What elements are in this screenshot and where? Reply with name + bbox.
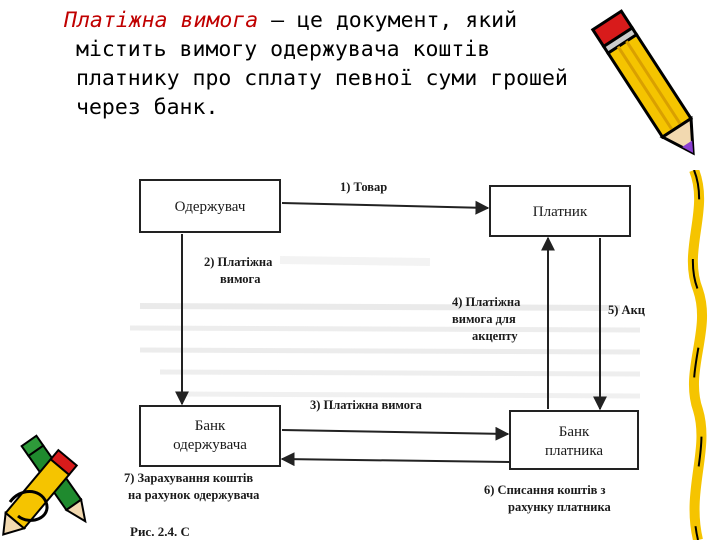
edge-4-label-3: акцепту [472, 329, 518, 343]
payer-box [489, 185, 631, 237]
heading-line-4: через банк. [76, 95, 219, 120]
receiver-bank-box [139, 405, 281, 467]
edge-4-label-2: вимога для [452, 312, 516, 326]
payment-flow-diagram: Одержувач Платник Банк одержувача Банк п… [124, 179, 645, 539]
defined-term: Платіжна вимога [64, 8, 259, 33]
edge-2-label-1: 2) Платіжна [204, 255, 273, 269]
payer-bank-label-2: платника [545, 443, 603, 459]
pencil-icon [590, 9, 695, 156]
heading-line-1: Платіжна вимога — це документ, який [64, 6, 664, 35]
receiver-label: Одержувач [175, 199, 246, 215]
edge-4-label-1: 4) Платіжна [452, 295, 521, 309]
bank-to-bank-arrow [281, 426, 510, 441]
payer-label: Платник [533, 204, 588, 220]
definition-heading: Платіжна вимога — це документ, який міст… [64, 6, 664, 122]
edge-7-label-1: 7) Зарахування коштів [124, 471, 253, 485]
edge-3-label: 3) Платіжна вимога [310, 398, 423, 412]
receiver-box [139, 179, 281, 233]
payer-bank-box [509, 410, 639, 470]
heading-dash: — [258, 8, 298, 33]
edge-5-label: 5) Акц [608, 303, 645, 317]
edge-6-label-1: 6) Списання коштів з [484, 483, 606, 497]
goods-arrow [281, 200, 490, 215]
heading-line-3: платнику про сплату певної суми грошей [76, 66, 568, 91]
edge-1-label: 1) Товар [340, 180, 387, 194]
decorative-stripe [687, 170, 707, 540]
scan-noise [129, 256, 641, 399]
receiver-bank-label-2: одержувача [173, 437, 247, 453]
edge-6-label-2: рахунку платника [508, 500, 612, 514]
edge-2-label-2: вимога [220, 272, 261, 286]
heading-line-1-rest: це документ, який [297, 8, 518, 33]
receiver-bank-label-1: Банк [195, 418, 226, 434]
payer-bank-label-1: Банк [559, 424, 590, 440]
figure-caption: Рис. 2.4. С [130, 524, 190, 539]
heading-line-2: містить вимогу одержувача коштів [76, 37, 491, 62]
edge-7-label-2: на рахунок одержувача [128, 488, 260, 502]
pencils-icon [2, 434, 87, 536]
debit-arrow [280, 452, 511, 467]
